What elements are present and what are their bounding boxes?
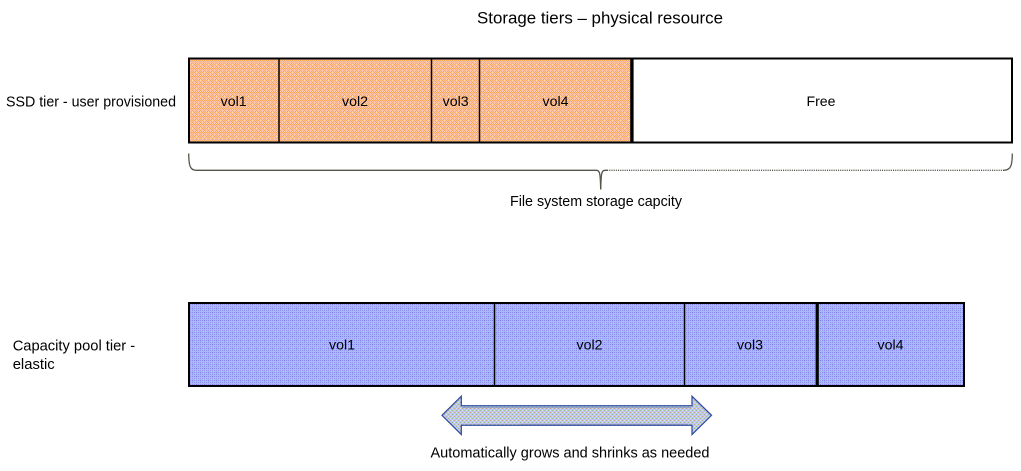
- svg-text:vol4: vol4: [543, 93, 569, 109]
- svg-text:SSD tier - user provisioned: SSD tier - user provisioned: [6, 94, 176, 111]
- svg-text:vol4: vol4: [878, 337, 904, 353]
- svg-text:Automatically grows and shrink: Automatically grows and shrinks as neede…: [431, 445, 710, 462]
- svg-text:elastic: elastic: [13, 356, 55, 373]
- svg-text:Capacity pool tier -: Capacity pool tier -: [13, 337, 136, 354]
- svg-text:vol2: vol2: [577, 337, 603, 353]
- svg-text:vol3: vol3: [737, 337, 763, 353]
- svg-text:vol3: vol3: [443, 93, 469, 109]
- svg-text:Storage tiers – physical resou: Storage tiers – physical resource: [477, 9, 723, 28]
- svg-text:vol1: vol1: [329, 337, 355, 353]
- svg-text:vol1: vol1: [221, 93, 247, 109]
- svg-text:File system storage capcity: File system storage capcity: [510, 193, 682, 210]
- svg-text:vol2: vol2: [342, 93, 368, 109]
- svg-text:Free: Free: [807, 93, 836, 109]
